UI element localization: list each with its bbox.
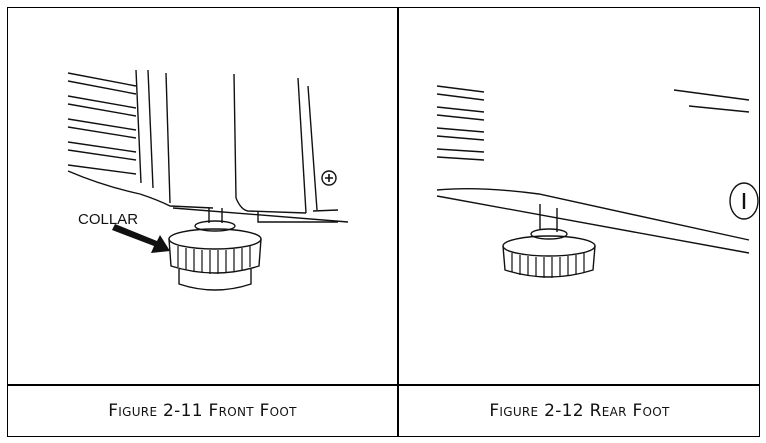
rear-foot-drawing [436,85,759,278]
caption-divider [8,384,759,386]
figure-caption-rear-foot: Figure 2-12 Rear Foot [489,401,670,421]
rear-foot-illustration [399,8,760,384]
collar-callout: COLLAR [78,211,138,228]
figure-caption-front-foot: Figure 2-11 Front Foot [108,401,297,421]
front-foot-drawing: COLLAR [67,69,349,291]
front-foot-illustration: COLLAR [8,8,397,384]
collar-arrow [112,224,170,253]
figure-table: COLLAR [7,7,760,437]
column-divider [397,8,399,436]
